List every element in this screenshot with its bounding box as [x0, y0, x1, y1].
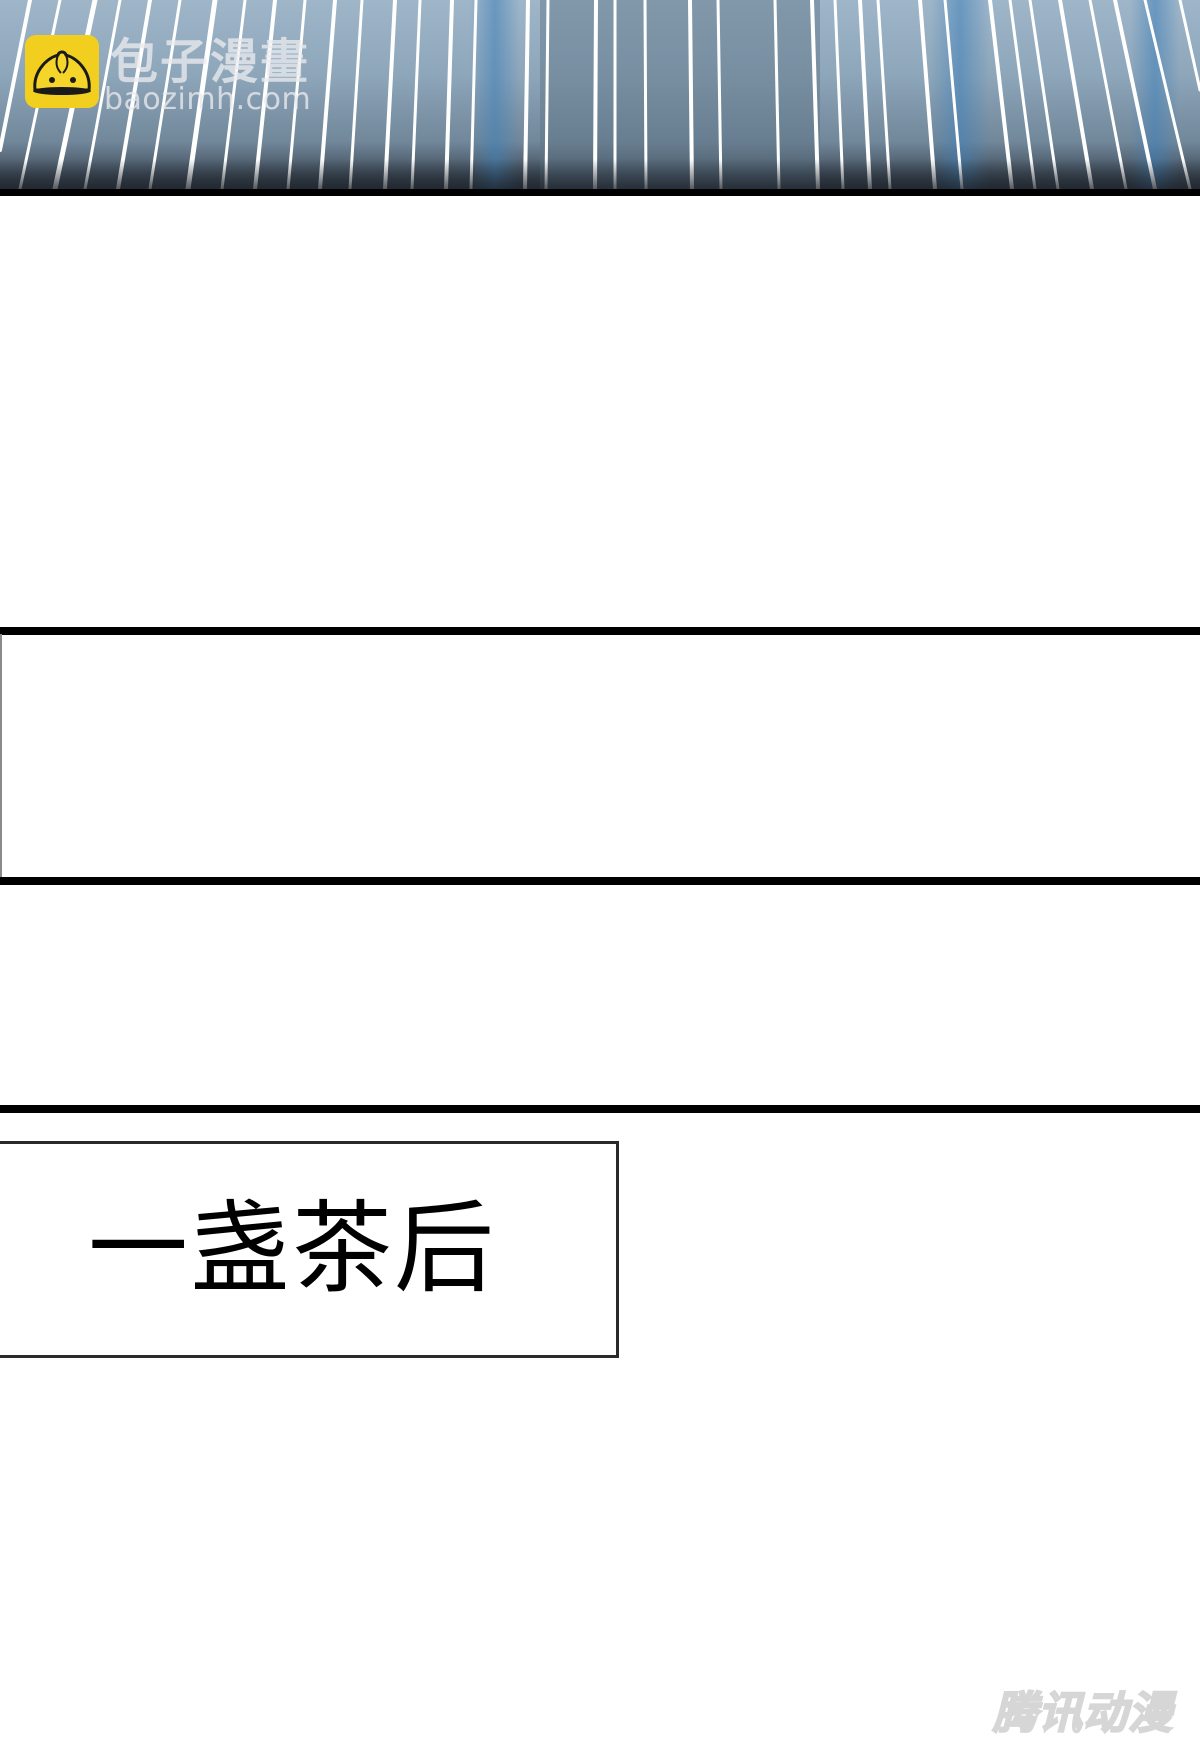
caption-box [0, 1141, 619, 1358]
caption-text: 一盏茶后 [88, 1190, 496, 1307]
panel-3-bottom-border [0, 1105, 1200, 1113]
panel-1-bottom-border [0, 189, 1200, 196]
panel-2-bottom-border [0, 877, 1200, 885]
panel-2-top-border [0, 627, 1200, 635]
tencent-comics-watermark: 腾讯动漫 [992, 1687, 1173, 1740]
watermark-title: 包子漫畫 [110, 34, 311, 90]
speed-lines-panel: 包子漫畫 baozimh.com [0, 0, 1200, 189]
speed-lines-art [0, 0, 1200, 189]
watermark-url: baozimh.com [104, 82, 312, 117]
panel-shadow [0, 159, 1200, 189]
panel-2-left-border [0, 634, 2, 878]
baozi-bun-icon [25, 35, 99, 108]
